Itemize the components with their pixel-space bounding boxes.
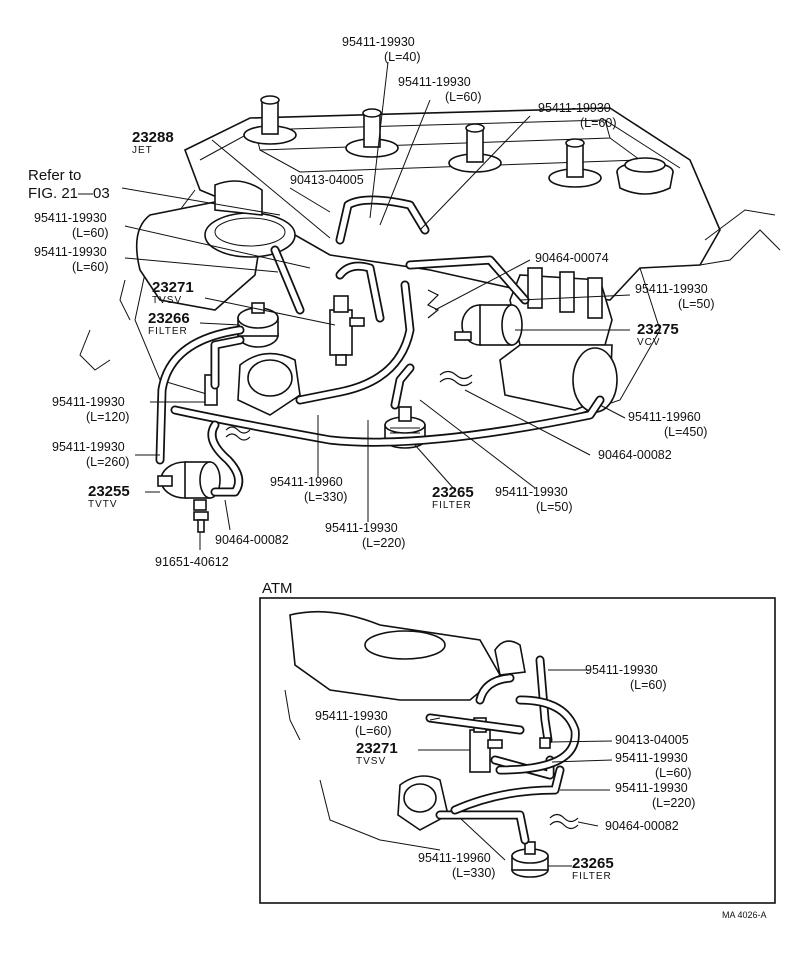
- atm-label-95411-19930-l60-c: 95411-19930: [615, 751, 688, 765]
- atm-label-l60-b: (L=60): [355, 724, 391, 738]
- atm-label-95411-19930-l60-b: 95411-19930: [315, 709, 388, 723]
- atm-label-90464-00082: 90464-00082: [605, 819, 679, 833]
- label-90413-04005: 90413-04005: [290, 173, 364, 187]
- label-tvsv: TVSV: [152, 295, 182, 306]
- label-90464-00082-b: 90464-00082: [215, 533, 289, 547]
- atm-label-23265: 23265: [572, 855, 614, 872]
- thermo-valve-body: [204, 352, 301, 416]
- tvtv-23255: [157, 461, 221, 511]
- label-23271: 23271: [152, 279, 194, 296]
- label-23255: 23255: [88, 483, 130, 500]
- label-95411-19930-l60-b: 95411-19930: [538, 101, 611, 115]
- label-l60-b: (L=60): [580, 116, 616, 130]
- filter-23266: [237, 302, 279, 348]
- leader-lines: [121, 61, 631, 550]
- label-95411-19930-l50-b: 95411-19930: [495, 485, 568, 499]
- label-95411-19930-l220: 95411-19930: [325, 521, 398, 535]
- label-filter-a: FILTER: [148, 326, 188, 337]
- label-vcv: VCV: [637, 337, 661, 348]
- label-l260: (L=260): [86, 455, 129, 469]
- label-l220: (L=220): [362, 536, 405, 550]
- label-23266: 23266: [148, 310, 190, 327]
- engine-outline: [134, 107, 781, 421]
- label-23265: 23265: [432, 484, 474, 501]
- vcv-valve: [454, 304, 523, 346]
- label-l50-b: (L=50): [536, 500, 572, 514]
- label-jet: JET: [132, 145, 153, 156]
- atm-inset: ATM: [259, 580, 776, 904]
- label-l60-a: (L=60): [445, 90, 481, 104]
- label-tvtv: TVTV: [88, 499, 118, 510]
- spark-plug-towers: [243, 95, 602, 188]
- label-l450: (L=450): [664, 425, 707, 439]
- atm-frame: [259, 597, 776, 904]
- atm-label-l220: (L=220): [652, 796, 695, 810]
- label-l120: (L=120): [86, 410, 129, 424]
- label-91651-40612: 91651-40612: [155, 555, 229, 569]
- label-23288: 23288: [132, 129, 174, 146]
- label-90464-00082-a: 90464-00082: [598, 448, 672, 462]
- atm-label-95411-19960-l330: 95411-19960: [418, 851, 491, 865]
- atm-label-95411-19930-l60-a: 95411-19930: [585, 663, 658, 677]
- label-95411-19930-l40: 95411-19930: [342, 35, 415, 49]
- label-95411-19930-l50-a: 95411-19930: [635, 282, 708, 296]
- label-filter-b: FILTER: [432, 500, 472, 511]
- label-l50-a: (L=50): [678, 297, 714, 311]
- atm-label-23271: 23271: [356, 740, 398, 757]
- atm-label-tvsv: TVSV: [356, 756, 386, 767]
- label-95411-19930-l60-d: 95411-19930: [34, 245, 107, 259]
- label-90464-00074: 90464-00074: [535, 251, 609, 265]
- label-l330: (L=330): [304, 490, 347, 504]
- label-95411-19930-l60-c: 95411-19930: [34, 211, 107, 225]
- label-95411-19930-l60-a: 95411-19930: [398, 75, 471, 89]
- label-23275: 23275: [637, 321, 679, 338]
- drawing-code: MA 4026-A: [722, 910, 767, 920]
- tvsv-valve: [329, 295, 365, 366]
- atm-title: ATM: [262, 580, 293, 597]
- atm-label-filter: FILTER: [572, 871, 612, 882]
- atm-label-l60-c: (L=60): [655, 766, 691, 780]
- hose-clips: [225, 289, 473, 441]
- label-95411-19930-l260: 95411-19930: [52, 440, 125, 454]
- distributor: [499, 267, 618, 413]
- vacuum-hoses: [155, 195, 605, 497]
- label-l60-d: (L=60): [72, 260, 108, 274]
- atm-label-90413-04005: 90413-04005: [615, 733, 689, 747]
- part-labels: 95411-19930 (L=40) 95411-19930 (L=60) 95…: [28, 35, 714, 569]
- label-l60-c: (L=60): [72, 226, 108, 240]
- atm-label-l60-a: (L=60): [630, 678, 666, 692]
- atm-label-95411-19930-l220: 95411-19930: [615, 781, 688, 795]
- label-refer-to: Refer to: [28, 167, 81, 184]
- bolt-91651: [193, 511, 209, 533]
- label-l40: (L=40): [384, 50, 420, 64]
- label-95411-19960-l330: 95411-19960: [270, 475, 343, 489]
- air-intake: [79, 180, 296, 371]
- label-95411-19960-l450: 95411-19960: [628, 410, 701, 424]
- label-fig: FIG. 21—03: [28, 185, 110, 202]
- atm-label-l330: (L=330): [452, 866, 495, 880]
- label-95411-19930-l120: 95411-19930: [52, 395, 125, 409]
